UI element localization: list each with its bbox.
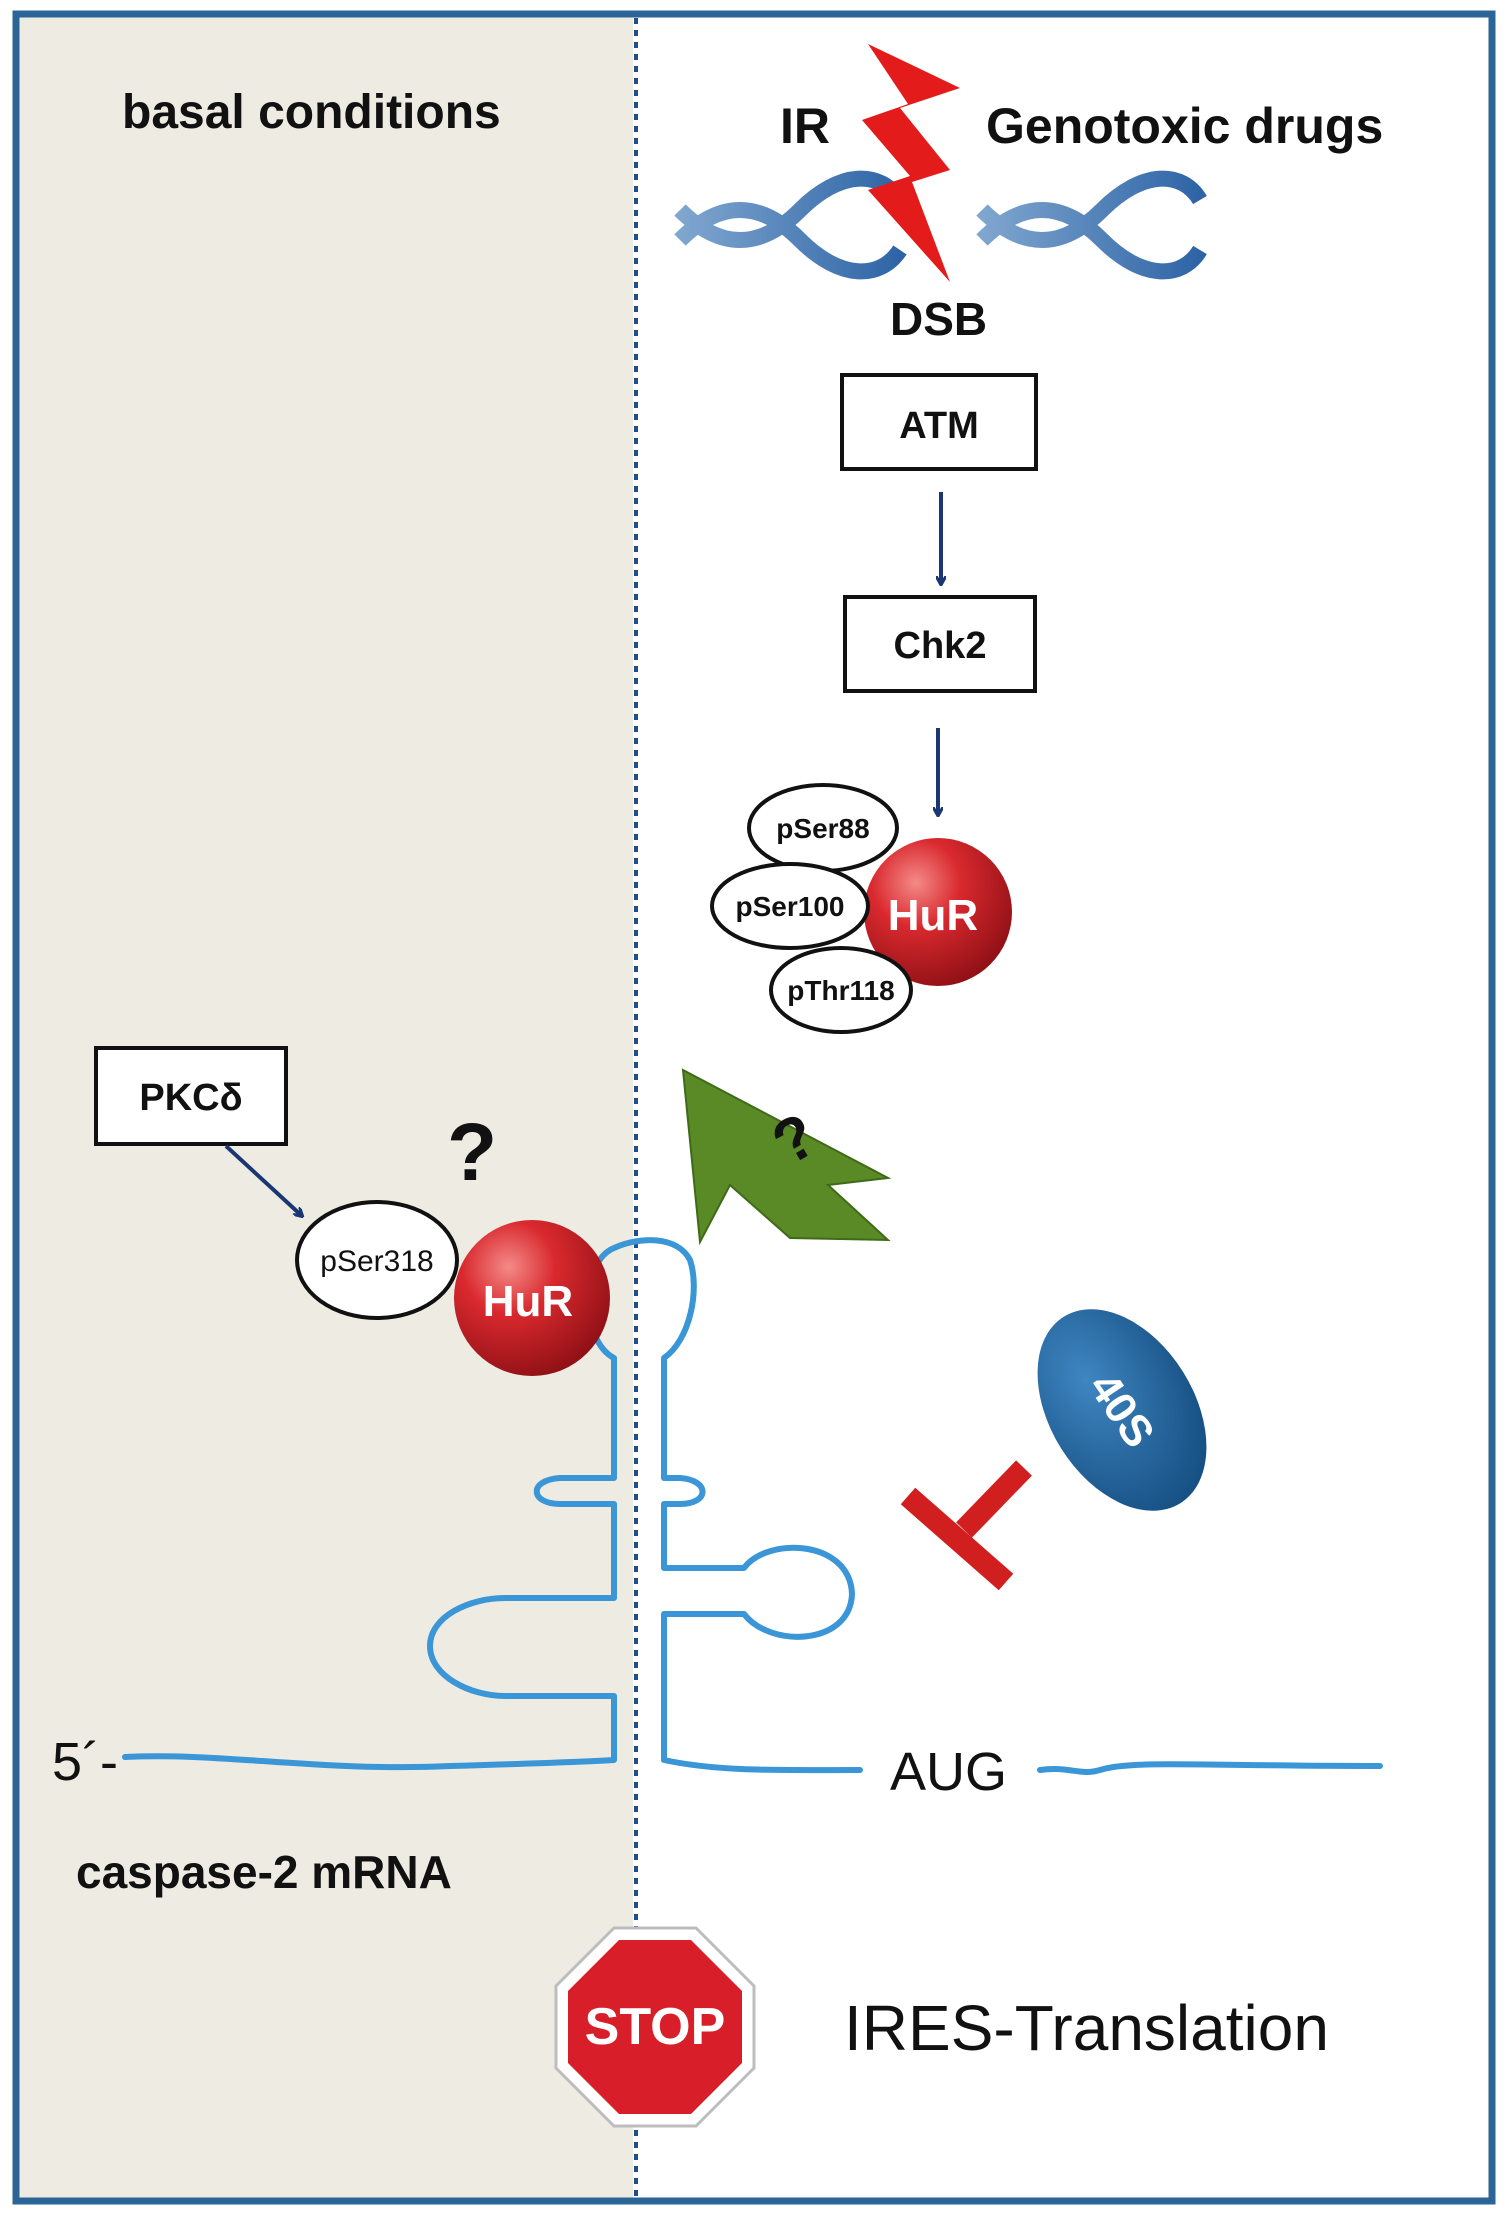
dna-helix-right-icon bbox=[976, 170, 1207, 280]
inhibition-icon bbox=[900, 1460, 1032, 1591]
pser88-label: pSer88 bbox=[776, 813, 869, 844]
outer-border bbox=[12, 10, 1496, 2205]
pkc-delta-label: PKCδ bbox=[139, 1077, 242, 1119]
left-panel-title: basal conditions bbox=[122, 86, 501, 139]
pkc-to-hur-arrow bbox=[224, 1144, 302, 1216]
green-arrow-icon bbox=[681, 1068, 892, 1246]
ires-translation-label: IRES-Translation bbox=[844, 1992, 1329, 2064]
pkc-delta-box bbox=[94, 1046, 288, 1146]
pser100-label: pSer100 bbox=[736, 891, 845, 922]
genotoxic-drugs-label: Genotoxic drugs bbox=[986, 98, 1383, 154]
stop-sign-icon bbox=[554, 1926, 756, 2128]
pser318-label: pSer318 bbox=[320, 1245, 433, 1278]
pthr118-label: pThr118 bbox=[787, 975, 894, 1006]
dna-helix-left-icon bbox=[674, 170, 907, 280]
phospho-site-pthr118 bbox=[769, 946, 913, 1034]
five-prime-label: 5´- bbox=[52, 1732, 118, 1792]
lightning-bolt-icon bbox=[862, 44, 960, 282]
hur-right-sphere bbox=[864, 838, 1012, 986]
phospho-site-pser318 bbox=[295, 1200, 459, 1320]
left-question-mark: ? bbox=[447, 1107, 497, 1198]
caspase2-mrna-structure bbox=[122, 1237, 1383, 1775]
hur-left-label: HuR bbox=[483, 1277, 573, 1326]
hur-left-sphere bbox=[454, 1220, 610, 1376]
phospho-site-pser100 bbox=[710, 862, 870, 950]
atm-box bbox=[840, 373, 1038, 471]
caspase2-mrna-label: caspase-2 mRNA bbox=[76, 1846, 452, 1898]
dsb-label: DSB bbox=[890, 293, 987, 345]
hur-right-label: HuR bbox=[888, 891, 978, 940]
stop-sign-label: STOP bbox=[585, 1998, 726, 2056]
ir-label: IR bbox=[780, 98, 830, 154]
chk2-label: Chk2 bbox=[894, 625, 987, 667]
chk2-box bbox=[843, 595, 1037, 693]
atm-label: ATM bbox=[899, 405, 979, 447]
ribosome-40s bbox=[1037, 1309, 1207, 1511]
aug-label: AUG bbox=[890, 1742, 1007, 1802]
